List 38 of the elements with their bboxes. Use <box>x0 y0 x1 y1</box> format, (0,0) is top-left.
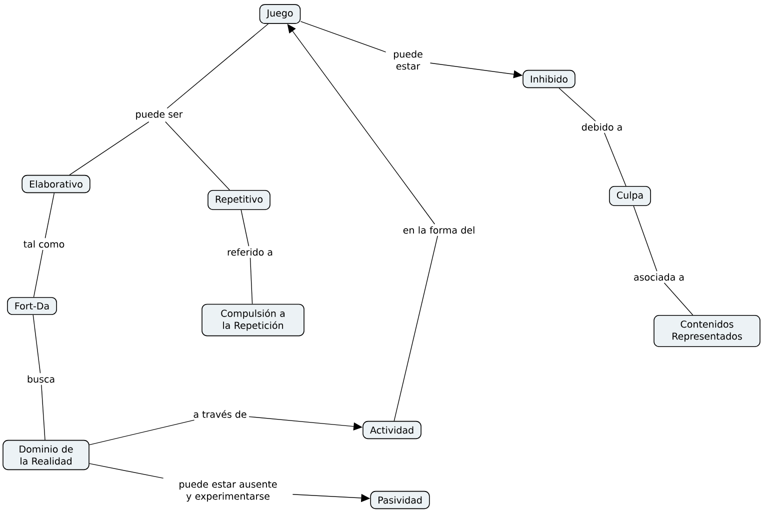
concept-box: Fort-Da <box>7 297 57 315</box>
concept-box: Contenidos Representados <box>654 315 760 347</box>
linking-phrase: puede ser <box>136 110 183 120</box>
linking-phrase: asociada a <box>634 273 684 281</box>
connector-line <box>32 314 41 374</box>
connector-line <box>166 24 269 109</box>
concept-box: Juego <box>259 4 301 24</box>
connector-line <box>69 121 150 176</box>
connector-line <box>41 384 46 440</box>
concept-box: Culpa <box>609 186 651 206</box>
connector-line <box>89 463 164 479</box>
concept-box: Compulsión a la Repetición <box>202 304 304 336</box>
connector-line <box>394 236 438 422</box>
concept-box: Pasividad <box>370 490 430 510</box>
linking-phrase: a través de <box>194 410 246 418</box>
linking-phrase: busca <box>28 375 54 383</box>
concept-box: Elaborativo <box>22 174 90 194</box>
connector-line <box>604 132 626 186</box>
concept-box: Inhibido <box>522 70 576 88</box>
concept-box: Repetitivo <box>208 190 270 210</box>
linking-phrase: debido a <box>582 123 622 131</box>
concept-box: Actividad <box>362 420 422 440</box>
connector-line <box>89 420 195 446</box>
connector-line <box>300 21 386 52</box>
connector-line <box>240 210 250 246</box>
connector-line <box>558 88 596 122</box>
concept-box: Dominio de la Realidad <box>2 440 90 470</box>
connector-line <box>33 250 44 298</box>
linking-phrase: puede estar <box>394 50 422 70</box>
connector-line <box>633 206 658 272</box>
connector-line <box>165 121 230 190</box>
linking-phrase: tal como <box>24 240 64 248</box>
linking-phrase: puede estar ausente y experimentarse <box>180 480 277 502</box>
connector-line <box>250 258 253 304</box>
linking-phrase: en la forma del <box>403 226 474 234</box>
connector-line <box>664 282 694 316</box>
connector-line <box>44 192 55 238</box>
linking-phrase: referido a <box>228 248 272 256</box>
